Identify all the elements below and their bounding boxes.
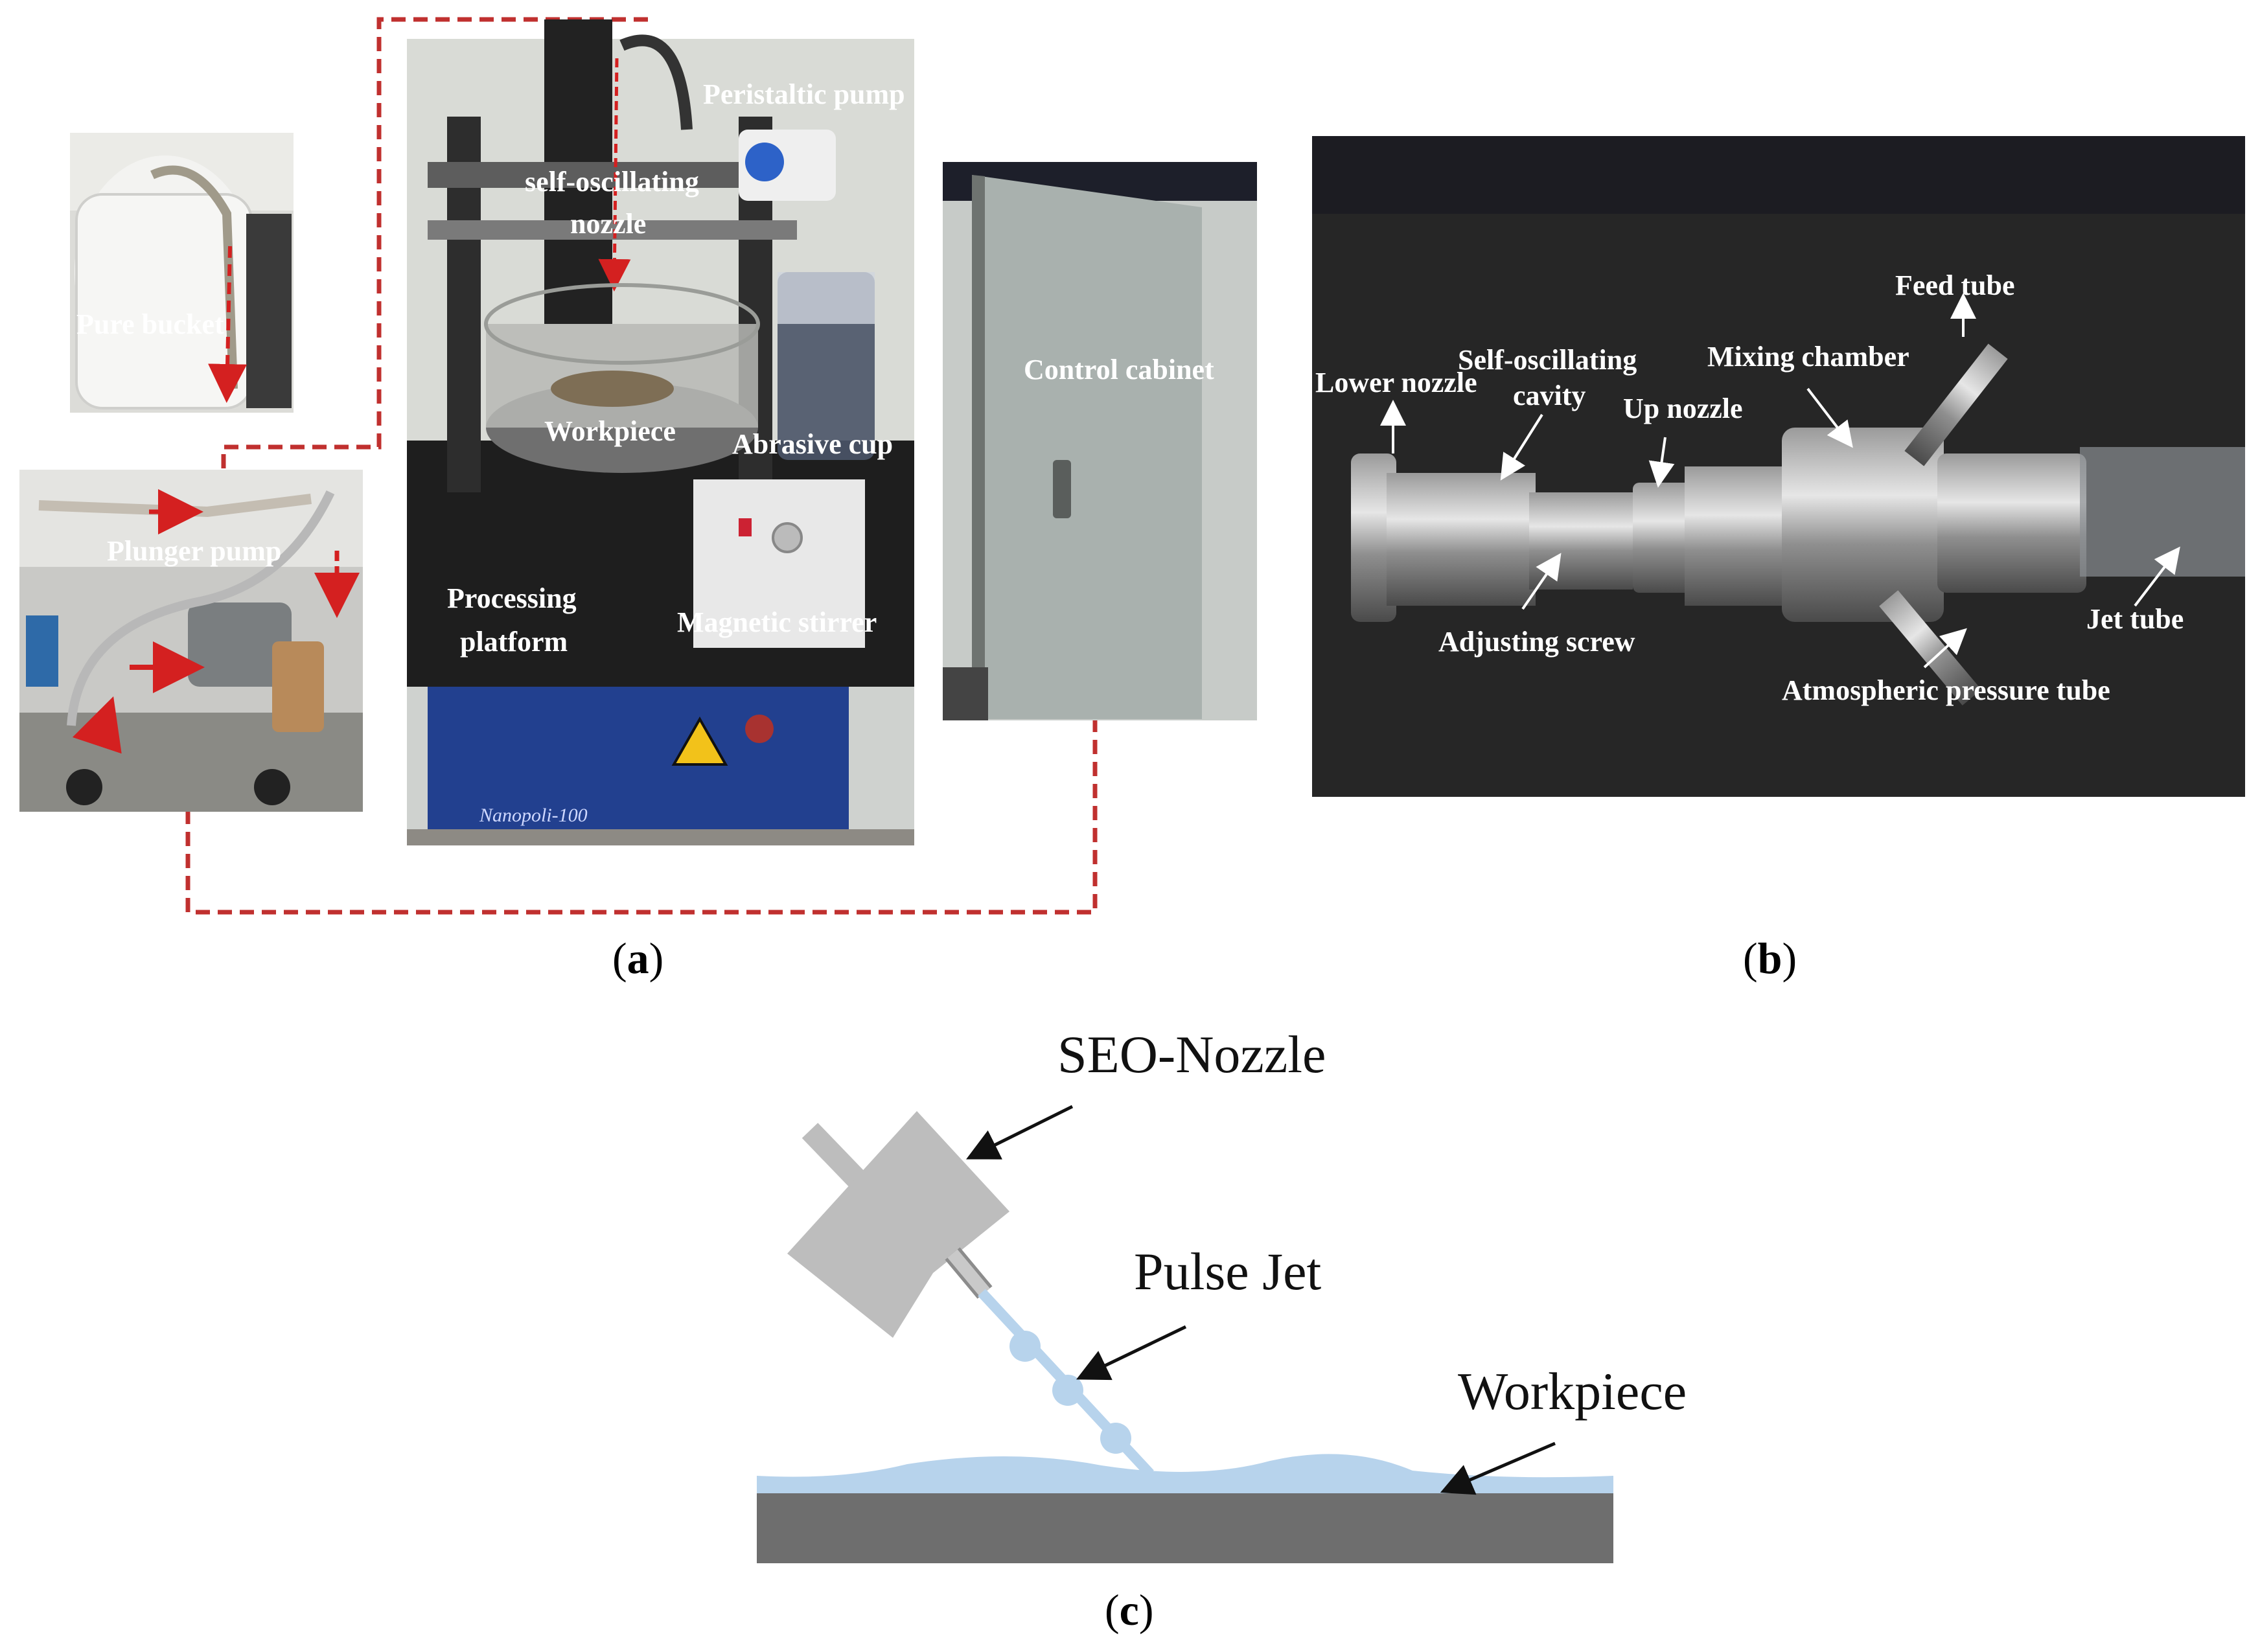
label-seo-nozzle: SEO-Nozzle — [1057, 1025, 1326, 1084]
photo-pure-bucket: Pure bucket — [70, 133, 294, 413]
arrow-seo-nozzle — [966, 1105, 1074, 1160]
arrow-workpiece — [1440, 1441, 1556, 1495]
label-jet-tube: Jet tube — [2086, 603, 2184, 635]
label-up-nozzle: Up nozzle — [1623, 393, 1743, 424]
dashed-line-bottom — [185, 719, 1098, 915]
water-film — [757, 1454, 1613, 1495]
panel-c: SEO-Nozzle Pulse Jet Workpiece (c) — [757, 1025, 1687, 1635]
label-pure-bucket: Pure bucket — [76, 308, 224, 340]
panel-a: Pure bucket Plunger pump — [19, 17, 1257, 983]
photo-main-machine: Nanopoli-100 Peristaltic pump sel — [407, 19, 914, 845]
label-processing-2: platform — [460, 626, 568, 658]
label-peristaltic-pump: Peristaltic pump — [703, 78, 905, 110]
caption-c: (c) — [1105, 1585, 1154, 1635]
machine-brand-text: Nanopoli-100 — [479, 805, 588, 826]
label-atmospheric-pressure-tube: Atmospheric pressure tube — [1782, 674, 2110, 706]
caption-b: (b) — [1743, 934, 1797, 983]
pulse-jet-bubble — [1100, 1423, 1131, 1454]
workpiece-block — [757, 1493, 1613, 1563]
label-workpiece: Workpiece — [1458, 1362, 1687, 1421]
pulse-jet-bubble — [1009, 1331, 1041, 1362]
label-workpiece-photo: Workpiece — [544, 415, 676, 447]
label-adjusting-screw: Adjusting screw — [1438, 626, 1635, 658]
label-self-oscillating-1: self-oscillating — [525, 166, 699, 198]
label-pulse-jet: Pulse Jet — [1134, 1242, 1322, 1301]
pulse-jet-bubble — [1052, 1375, 1083, 1406]
arrow-pulse-jet — [1076, 1325, 1187, 1381]
label-mixing-chamber: Mixing chamber — [1707, 341, 1909, 373]
photo-plunger-pump: Plunger pump — [19, 470, 363, 812]
label-abrasive-cup: Abrasive cup — [732, 428, 893, 460]
panel-b: Feed tube Self-oscillating cavity Mixing… — [1312, 136, 2245, 983]
label-lower-nozzle: Lower nozzle — [1315, 367, 1477, 398]
nozzle-assembly-shapes — [1351, 343, 2245, 706]
seo-nozzle-body — [787, 1111, 1009, 1338]
label-plunger-pump: Plunger pump — [107, 535, 281, 567]
label-magnetic-stirrer: Magnetic stirrer — [677, 606, 877, 638]
label-control-cabinet: Control cabinet — [1024, 354, 1214, 385]
photo-control-cabinet: Control cabinet — [943, 162, 1257, 720]
label-self-oscillating-cavity-1: Self-oscillating — [1458, 344, 1637, 376]
label-feed-tube: Feed tube — [1895, 270, 2015, 301]
label-self-oscillating-2: nozzle — [570, 208, 646, 240]
caption-a: (a) — [612, 934, 663, 983]
label-processing-1: Processing — [447, 582, 577, 614]
label-self-oscillating-cavity-2: cavity — [1513, 380, 1585, 411]
